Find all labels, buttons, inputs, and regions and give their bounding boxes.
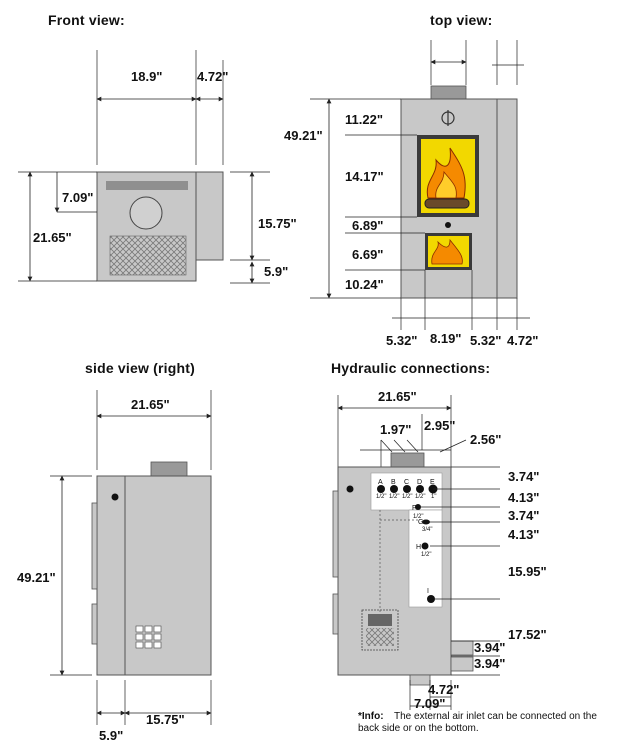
side-view: side view (right) 21.65" 49.21" (17, 360, 212, 743)
air-inlet-box (368, 614, 392, 626)
side-view-title: side view (right) (85, 360, 195, 376)
front-side-bottom-label: 5.9" (264, 264, 288, 279)
connection-a-letter: A (378, 479, 383, 486)
connection-c-letter: C (404, 479, 409, 486)
hydraulic-r4-label: 4.13" (508, 527, 539, 542)
hydraulic-c2-label: 2.95" (424, 418, 455, 433)
hydraulic-r3-label: 3.74" (508, 508, 539, 523)
connection-g-letter: G (418, 519, 423, 526)
connection-h-size: 1/2" (421, 552, 431, 558)
top-side-panel (496, 98, 518, 299)
top-w-right-label: 5.32" (470, 333, 501, 348)
connection-d-letter: D (417, 479, 422, 486)
inlet-block-lower (450, 656, 474, 672)
top-button (445, 222, 451, 228)
connection-panel-side (408, 509, 443, 608)
connection-f: F 1/2" (412, 504, 423, 520)
connection-e-size: 1" (431, 494, 436, 500)
top-d3-label: 6.89" (352, 218, 383, 233)
note-line-1: The external air inlet can be connected … (394, 711, 597, 722)
connection-f-size: 1/2" (413, 514, 423, 520)
connection-d-size: 1/2" (415, 494, 425, 500)
connection-b-size: 1/2" (389, 494, 399, 500)
front-top-slot (106, 181, 188, 190)
hydraulic-handle-upper (332, 490, 339, 578)
hydraulic-r5-label: 15.95" (508, 564, 547, 579)
front-side-height-label: 15.75" (258, 216, 297, 231)
top-total-height-label: 49.21" (284, 128, 323, 143)
connection-i: I (427, 588, 435, 603)
top-d4-label: 6.69" (352, 247, 383, 262)
top-flue (430, 85, 467, 100)
note-label: *Info: (358, 711, 384, 722)
connection-c-size: 1/2" (402, 494, 412, 500)
side-height-label: 49.21" (17, 570, 56, 585)
fire-icon (426, 147, 466, 199)
hydraulic-flue (390, 452, 425, 468)
top-d5-label: 10.24" (345, 277, 384, 292)
hydraulic-view: Hydraulic connections: 21.65" 1.97" 2.95… (331, 360, 597, 734)
front-view: Front view: 18.9" 4.72" 21.65" 7.09" 15.… (18, 12, 297, 284)
top-d2-label: 14.17" (345, 169, 384, 184)
log-icon (424, 198, 470, 209)
front-grille (109, 235, 187, 276)
air-inlet-grille (366, 628, 394, 646)
top-w-mid-label: 8.19" (430, 331, 461, 346)
top-w-side-label: 4.72" (507, 333, 538, 348)
hydraulic-c1-label: 1.97" (380, 422, 411, 437)
note-line-2: back side or on the bottom. (358, 723, 479, 734)
air-inlet-frame (361, 609, 399, 651)
connection-h: H 1/2" (416, 542, 431, 558)
connection-g: G 3/4" (418, 519, 432, 533)
connection-a-size: 1/2" (376, 494, 386, 500)
front-width-label: 18.9" (131, 69, 162, 84)
hydraulic-button (346, 485, 354, 493)
hydraulic-title: Hydraulic connections: (331, 360, 490, 376)
side-handle-lower (91, 603, 98, 645)
front-flue-circle (129, 196, 163, 230)
front-depth-label: 4.72" (197, 69, 228, 84)
hydraulic-w2-label: 7.09" (414, 696, 445, 711)
hydraulic-b1-label: 3.94" (474, 640, 505, 655)
inlet-bottom-block (409, 674, 431, 686)
connection-h-letter: H (416, 544, 421, 551)
connection-a: A 1/2" (376, 479, 386, 500)
keypad-icon (135, 625, 162, 649)
front-height-label: 21.65" (33, 230, 72, 245)
connection-d: D 1/2" (415, 479, 425, 500)
connection-e-letter: E (430, 479, 435, 486)
side-bottom-right-label: 15.75" (146, 712, 185, 727)
connection-f-letter: F (412, 505, 416, 512)
front-side-box (195, 171, 224, 261)
hydraulic-c3-label: 2.56" (470, 432, 501, 447)
hydraulic-r1-label: 3.74" (508, 469, 539, 484)
front-top-offset-label: 7.09" (62, 190, 93, 205)
hydraulic-handle-lower (332, 593, 339, 635)
top-view-title: top view: (430, 12, 492, 28)
fire-small-icon (431, 238, 463, 265)
top-w-left-label: 5.32" (386, 333, 417, 348)
top-d1-label: 11.22" (345, 112, 383, 127)
connection-c: C 1/2" (402, 479, 412, 500)
inlet-block-upper (450, 640, 474, 656)
side-handle-upper (91, 502, 98, 590)
side-width-label: 21.65" (131, 397, 170, 412)
connection-i-letter: I (427, 588, 429, 595)
hydraulic-r2-label: 4.13" (508, 490, 539, 505)
front-view-title: Front view: (48, 12, 125, 28)
side-bottom-left-label: 5.9" (99, 728, 123, 743)
side-button (111, 493, 119, 501)
hydraulic-w1-label: 4.72" (428, 682, 459, 697)
top-view: top view: 49.21" (284, 12, 538, 348)
connection-b-letter: B (391, 479, 396, 486)
connection-b: B 1/2" (389, 479, 399, 500)
side-flue (150, 461, 188, 477)
hydraulic-r6-label: 17.52" (508, 627, 547, 642)
hydraulic-width-label: 21.65" (378, 389, 417, 404)
hydraulic-b2-label: 3.94" (474, 656, 505, 671)
connection-g-size: 3/4" (422, 527, 432, 533)
